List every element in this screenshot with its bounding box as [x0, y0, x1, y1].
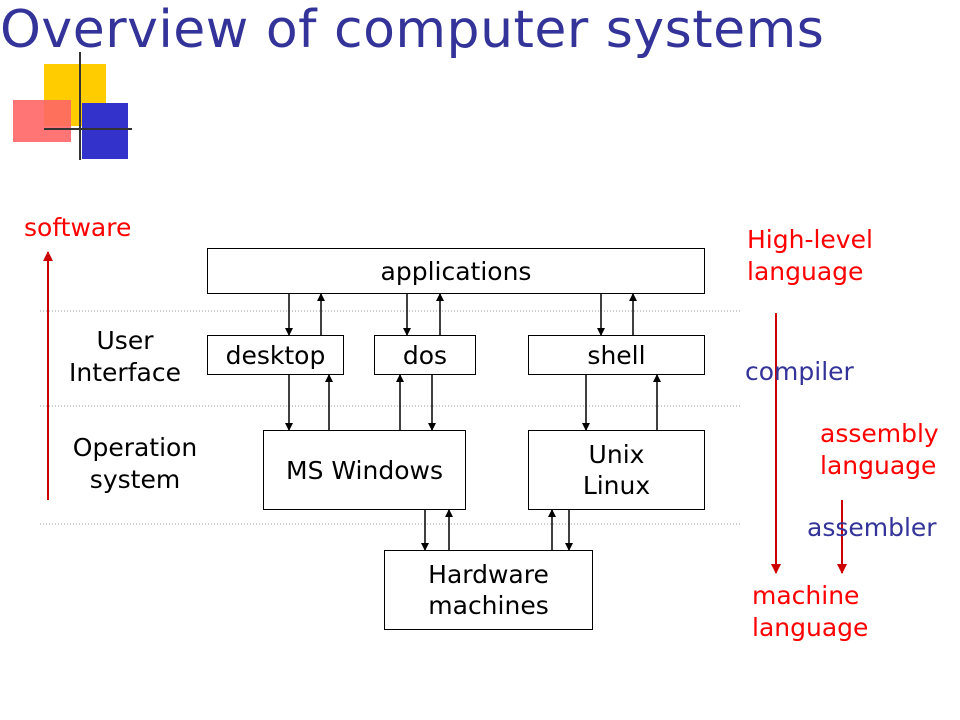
shell-box: shell — [528, 335, 705, 375]
logo-red-square — [13, 100, 71, 142]
unix-linux-box: Unix Linux — [528, 430, 705, 510]
machine-language-label: machine language — [752, 580, 868, 644]
desktop-label: desktop — [225, 340, 326, 370]
linux-label: Linux — [582, 471, 651, 500]
applications-box: applications — [207, 248, 705, 294]
hardware-label-line-1: Hardware — [428, 560, 549, 589]
hardware-box: Hardware machines — [384, 550, 593, 630]
operation-system-line-2: system — [89, 465, 181, 494]
unix-label: Unix — [588, 440, 645, 469]
shell-label: shell — [587, 340, 646, 370]
software-label: software — [24, 213, 132, 242]
operation-system-label: Operation system — [55, 432, 215, 496]
machine-line-2: language — [752, 613, 869, 642]
page-title: Overview of computer systems — [0, 0, 825, 60]
ms-windows-label: MS Windows — [286, 455, 443, 485]
dos-box: dos — [374, 335, 476, 375]
machine-line-1: machine — [752, 581, 860, 610]
assembly-line-1: assembly — [820, 419, 939, 448]
logo-vertical-line — [79, 52, 81, 160]
logo-blue-square — [82, 103, 128, 159]
high-level-language-label: High-level language — [747, 224, 873, 288]
user-interface-line-1: User — [96, 326, 154, 355]
hardware-label-line-2: machines — [428, 591, 549, 620]
dos-label: dos — [402, 340, 448, 370]
slide-logo — [0, 0, 140, 170]
assembly-line-2: language — [820, 451, 937, 480]
high-level-line-1: High-level — [747, 225, 873, 254]
desktop-box: desktop — [207, 335, 344, 375]
user-interface-label: User Interface — [50, 325, 200, 389]
ms-windows-box: MS Windows — [263, 430, 466, 510]
operation-system-line-1: Operation — [72, 433, 198, 462]
applications-label: applications — [380, 256, 532, 286]
high-level-line-2: language — [747, 257, 864, 286]
user-interface-line-2: Interface — [69, 358, 181, 387]
logo-horizontal-line — [44, 128, 132, 130]
assembly-language-label: assembly language — [820, 418, 939, 482]
assembler-label: assembler — [807, 513, 937, 542]
compiler-label: compiler — [745, 357, 854, 386]
